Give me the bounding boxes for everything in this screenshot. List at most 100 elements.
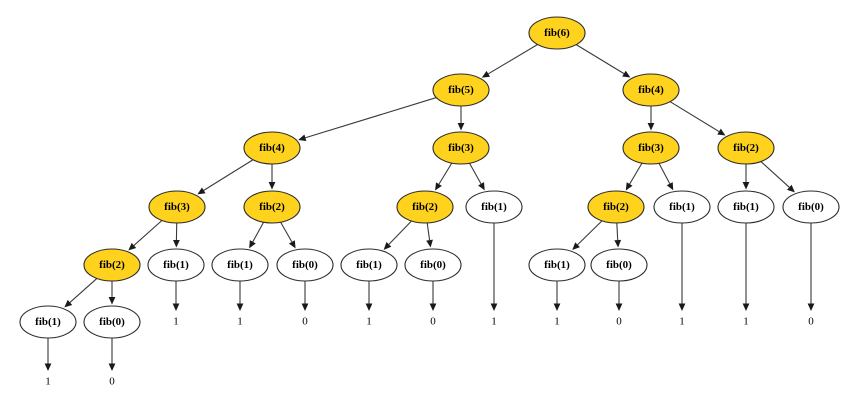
node-ellipse <box>782 190 840 224</box>
edge-line <box>629 162 643 185</box>
node-label: fib(1) <box>163 259 189 271</box>
node-ellipse <box>465 190 523 224</box>
return-value-edge <box>553 281 561 311</box>
tree-edge <box>173 222 180 248</box>
tree-node-fib0[interactable]: fib(0) <box>782 190 840 224</box>
node-ellipse <box>147 248 205 282</box>
arrow-head-icon <box>742 303 750 311</box>
tree-node-fib1[interactable]: fib(1) <box>465 190 523 224</box>
node-label: fib(2) <box>412 201 438 213</box>
node-label: fib(1) <box>356 259 382 271</box>
tree-node-fib4[interactable]: fib(4) <box>622 73 680 107</box>
tree-node-fib3[interactable]: fib(3) <box>622 131 680 165</box>
value-edges-layer <box>44 223 815 371</box>
tree-node-fib1[interactable]: fib(1) <box>19 305 77 339</box>
tree-edge <box>742 164 750 190</box>
tree-node-fib3[interactable]: fib(3) <box>148 190 206 224</box>
tree-node-fib6[interactable]: fib(6) <box>528 16 586 50</box>
tree-node-fib2[interactable]: fib(2) <box>717 131 775 165</box>
edge-line <box>577 220 603 246</box>
node-ellipse <box>432 131 490 165</box>
tree-node-fib1[interactable]: fib(1) <box>528 248 586 282</box>
arrow-head-icon <box>298 134 307 142</box>
tree-node-fib2[interactable]: fib(2) <box>396 190 454 224</box>
edge-line <box>658 163 671 184</box>
edges-layer <box>64 44 795 308</box>
arrow-head-icon <box>572 242 580 251</box>
tree-node-fib3[interactable]: fib(3) <box>432 131 490 165</box>
node-label: fib(5) <box>448 84 474 96</box>
node-label: fib(1) <box>544 259 570 271</box>
tree-node-fib1[interactable]: fib(1) <box>211 248 269 282</box>
edge-line <box>133 220 163 246</box>
tree-edge <box>575 44 631 78</box>
node-label: fib(0) <box>606 259 632 271</box>
tree-edge <box>481 44 538 78</box>
node-ellipse <box>148 190 206 224</box>
tree-node-fib5[interactable]: fib(5) <box>432 73 490 107</box>
return-value-label: 1 <box>679 316 685 328</box>
arrow-head-icon <box>457 123 465 131</box>
node-ellipse <box>653 190 711 224</box>
arrow-head-icon <box>426 239 433 248</box>
tree-node-fib0[interactable]: fib(0) <box>276 248 334 282</box>
tree-edge <box>426 222 433 248</box>
edge-line <box>305 97 437 139</box>
edge-line <box>426 222 431 241</box>
tree-edge <box>625 162 643 191</box>
tree-node-fib0[interactable]: fib(0) <box>404 248 462 282</box>
tree-edge <box>268 164 276 190</box>
arrow-head-icon <box>173 239 180 248</box>
node-label: fib(2) <box>603 201 629 213</box>
node-ellipse <box>276 248 334 282</box>
edge-line <box>669 101 720 133</box>
return-value-label: 0 <box>109 376 115 388</box>
arrow-head-icon <box>383 242 392 250</box>
arrow-head-icon <box>172 303 180 311</box>
tree-edge <box>669 101 726 136</box>
tree-node-fib1[interactable]: fib(1) <box>147 248 205 282</box>
node-ellipse <box>717 131 775 165</box>
node-label: fib(2) <box>99 259 125 271</box>
tree-node-fib2[interactable]: fib(2) <box>243 190 301 224</box>
tree-edge <box>457 106 465 131</box>
return-value-label: 0 <box>808 316 814 328</box>
tree-edge <box>197 159 254 195</box>
return-value-edge <box>678 223 686 311</box>
return-value-edge <box>490 223 498 311</box>
tree-edge <box>614 222 622 248</box>
tree-node-fib1[interactable]: fib(1) <box>653 190 711 224</box>
node-label: fib(1) <box>733 201 759 213</box>
node-ellipse <box>587 190 645 224</box>
return-value-edge <box>44 338 52 371</box>
arrow-head-icon <box>625 182 633 191</box>
return-value-label: 1 <box>554 316 560 328</box>
return-value-edge <box>172 281 180 311</box>
arrow-head-icon <box>44 363 52 371</box>
node-label: fib(0) <box>798 201 824 213</box>
edge-line <box>575 44 625 75</box>
tree-node-fib1[interactable]: fib(1) <box>340 248 398 282</box>
node-label: fib(1) <box>481 201 507 213</box>
arrow-head-icon <box>429 303 437 311</box>
return-value-edge <box>429 281 437 311</box>
arrow-head-icon <box>268 182 276 190</box>
arrow-head-icon <box>288 240 296 249</box>
arrow-head-icon <box>197 187 206 195</box>
tree-node-fib0[interactable]: fib(0) <box>83 305 141 339</box>
tree-node-fib1[interactable]: fib(1) <box>717 190 775 224</box>
node-ellipse <box>622 73 680 107</box>
arrow-head-icon <box>622 70 631 78</box>
node-label: fib(4) <box>638 84 664 96</box>
node-ellipse <box>243 190 301 224</box>
tree-node-fib2[interactable]: fib(2) <box>587 190 645 224</box>
edge-line <box>469 162 482 185</box>
tree-node-fib2[interactable]: fib(2) <box>83 248 141 282</box>
tree-node-fib0[interactable]: fib(0) <box>590 248 648 282</box>
edge-line <box>760 161 790 188</box>
edge-line <box>616 222 619 241</box>
tree-node-fib4[interactable]: fib(4) <box>243 131 301 165</box>
node-ellipse <box>83 305 141 339</box>
nodes-layer: fib(6)fib(5)fib(4)fib(4)fib(3)fib(3)fib(… <box>19 16 840 339</box>
